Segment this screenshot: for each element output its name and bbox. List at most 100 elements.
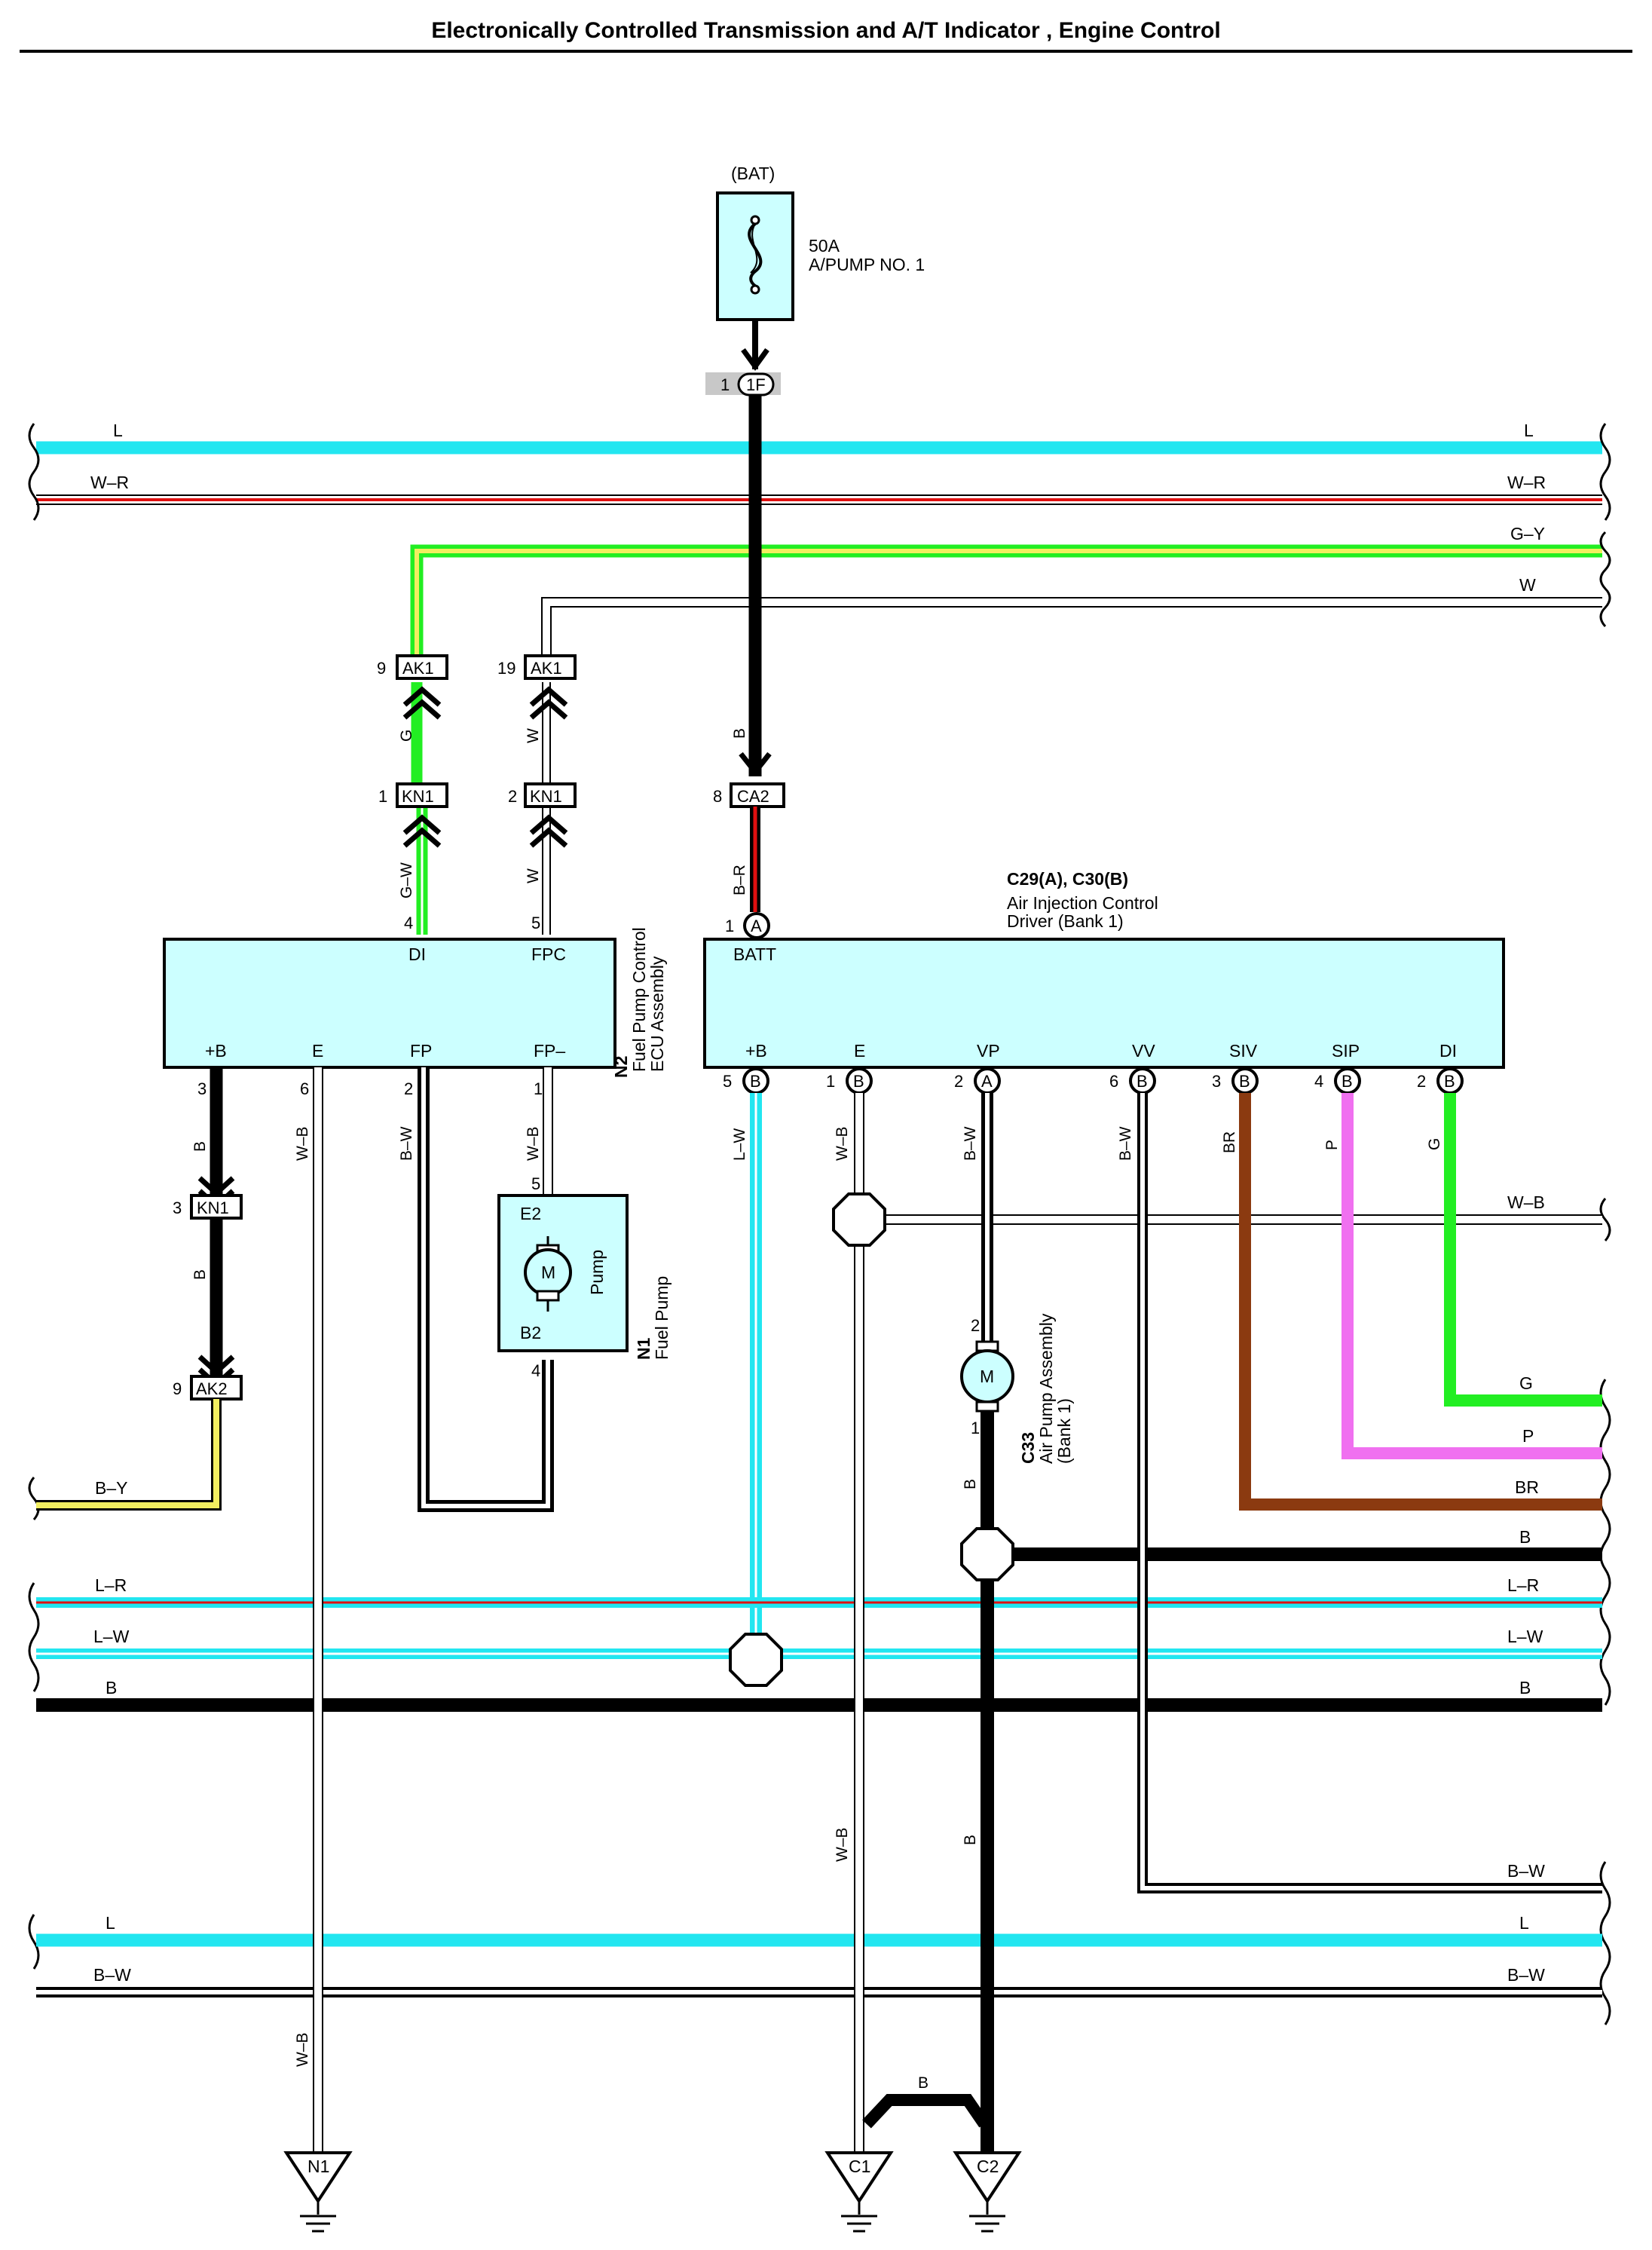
label-wb-e: W–B	[294, 1126, 311, 1161]
title-bar: Electronically Controlled Transmission a…	[0, 0, 1652, 59]
label-gw-kn1: G–W	[398, 862, 415, 898]
label-b-right: B	[1519, 1678, 1531, 1697]
c29-term-4: SIV	[1229, 1041, 1258, 1061]
label-g-right: G	[1519, 1373, 1533, 1393]
c29-term-6: DI	[1439, 1041, 1457, 1061]
connector-kn1-c-label: KN1	[197, 1198, 229, 1217]
label-bw-fp: B–W	[398, 1126, 415, 1161]
connector-ak1-a-pin: 9	[377, 659, 386, 678]
label-lw-left: L–W	[93, 1627, 130, 1646]
junction-octagons	[729, 1192, 1014, 1687]
connector-ca2-label: CA2	[737, 787, 769, 806]
component-n2-ecu	[163, 938, 616, 1069]
c29-pin-5: 4	[1314, 1072, 1323, 1091]
c33-name-line1: Air Pump Assembly	[1036, 1313, 1056, 1464]
label-bw-left3: B–W	[93, 1965, 131, 1985]
n1-pin-bottom: 4	[531, 1361, 540, 1380]
label-b-c33: B	[962, 1479, 979, 1489]
c29-pin-4: 3	[1212, 1072, 1221, 1091]
label-gy-right: G–Y	[1510, 524, 1545, 543]
n2-term-fpc: FPC	[531, 944, 566, 964]
label-by-left: B–Y	[95, 1478, 127, 1498]
c29-term-3: VV	[1132, 1041, 1155, 1061]
c29-header: C29(A), C30(B)	[1007, 869, 1128, 889]
label-br-right: BR	[1515, 1477, 1539, 1497]
label-b-bottom: B	[918, 2074, 928, 2092]
label-l-left2: L	[106, 1913, 115, 1933]
connector-kn1-b-label: KN1	[530, 787, 562, 806]
label-wr-left: W–R	[90, 473, 129, 492]
connector-1f: 1 1F	[705, 372, 781, 396]
label-br-ca2: B–R	[731, 865, 748, 895]
c29-conn-4: B	[1239, 1072, 1250, 1091]
connector-ca2: CA2 8	[713, 782, 785, 808]
label-w-ak1: W	[525, 728, 542, 743]
label-p-sip: P	[1323, 1140, 1341, 1150]
label-wb-right: W–B	[1507, 1192, 1545, 1212]
n1-name: Fuel Pump	[652, 1276, 672, 1360]
connector-kn1-a: KN1 1	[378, 782, 448, 808]
c29-batt-pin: 1	[725, 917, 734, 935]
c29-term-0: +B	[745, 1041, 767, 1061]
c29-pin-1: 1	[826, 1072, 835, 1091]
component-c33-air-pump	[960, 1340, 1014, 1413]
wire-g-di	[1444, 1093, 1602, 1407]
label-lw-right: L–W	[1507, 1627, 1543, 1646]
fuse-rating: 50A	[809, 236, 840, 256]
connector-kn1-b-pin: 2	[508, 787, 517, 806]
n1-motor: M	[541, 1263, 555, 1282]
ground-c2: C2	[953, 2151, 1022, 2233]
wire-p-sip	[1341, 1093, 1602, 1459]
n2-pin-pb: 3	[197, 1079, 206, 1098]
wire-br-siv	[1239, 1093, 1602, 1511]
label-b-lower: B	[962, 1835, 979, 1845]
c29-conn-3: B	[1137, 1072, 1148, 1091]
title-rule	[20, 50, 1632, 53]
label-p-right: P	[1522, 1426, 1534, 1446]
n2-term-di: DI	[408, 944, 426, 964]
c29-pin-6: 2	[1417, 1072, 1426, 1091]
n2-code: N2	[611, 1056, 631, 1078]
c29-batt-conn: A	[751, 917, 762, 935]
label-l-right2: L	[1519, 1913, 1529, 1933]
label-b-kn1-bottom: B	[191, 1269, 209, 1280]
n2-term-pb: +B	[205, 1041, 227, 1061]
connector-ak2: AK2 9	[173, 1375, 243, 1401]
c29-conn-1: B	[853, 1072, 864, 1091]
n2-pin-fpc: 5	[531, 914, 540, 932]
connector-kn1-a-pin: 1	[378, 787, 387, 806]
label-b-kn1-top: B	[191, 1141, 209, 1152]
label-wr-right: W–R	[1507, 473, 1546, 492]
n1-pin-top: 5	[531, 1174, 540, 1193]
n2-term-fp: FP	[410, 1041, 432, 1061]
label-wb-lower: W–B	[834, 1827, 851, 1862]
n1-code: N1	[634, 1337, 653, 1360]
label-l-left: L	[113, 421, 123, 440]
fuse-source-label: (BAT)	[731, 164, 775, 183]
wire-bw-vv	[1137, 1093, 1602, 1893]
connector-ak2-pin: 9	[173, 1379, 182, 1398]
connector-ak1-b-label: AK1	[531, 659, 562, 678]
label-bw-right3: B–W	[1507, 1965, 1545, 1985]
wire-b-c33	[980, 1411, 1602, 2152]
label-wb-bottom: W–B	[294, 2032, 311, 2067]
c29-batt-connector: A 1	[725, 912, 770, 939]
connector-ak1-a-label: AK1	[402, 659, 434, 678]
n2-pin-fpm: 1	[534, 1079, 543, 1098]
c33-motor: M	[980, 1367, 994, 1386]
c29-term-batt: BATT	[733, 944, 776, 964]
connector-ak1-b: AK1 19	[497, 654, 577, 680]
n1-term-top: E2	[520, 1204, 541, 1223]
c29-term-5: SIP	[1332, 1041, 1360, 1061]
fuse-50a-apump	[716, 191, 794, 321]
n2-term-fpm: FP–	[534, 1041, 565, 1061]
c29-pin-3: 6	[1109, 1072, 1118, 1091]
c33-pin-bottom: 1	[971, 1419, 980, 1437]
c33-code: C33	[1018, 1432, 1038, 1464]
ground-n1: N1	[283, 2151, 353, 2233]
connector-kn1-c-pin: 3	[173, 1198, 182, 1217]
label-l-right: L	[1524, 421, 1534, 440]
label-g-di: G	[1426, 1138, 1443, 1150]
wire-gy	[410, 544, 1602, 667]
